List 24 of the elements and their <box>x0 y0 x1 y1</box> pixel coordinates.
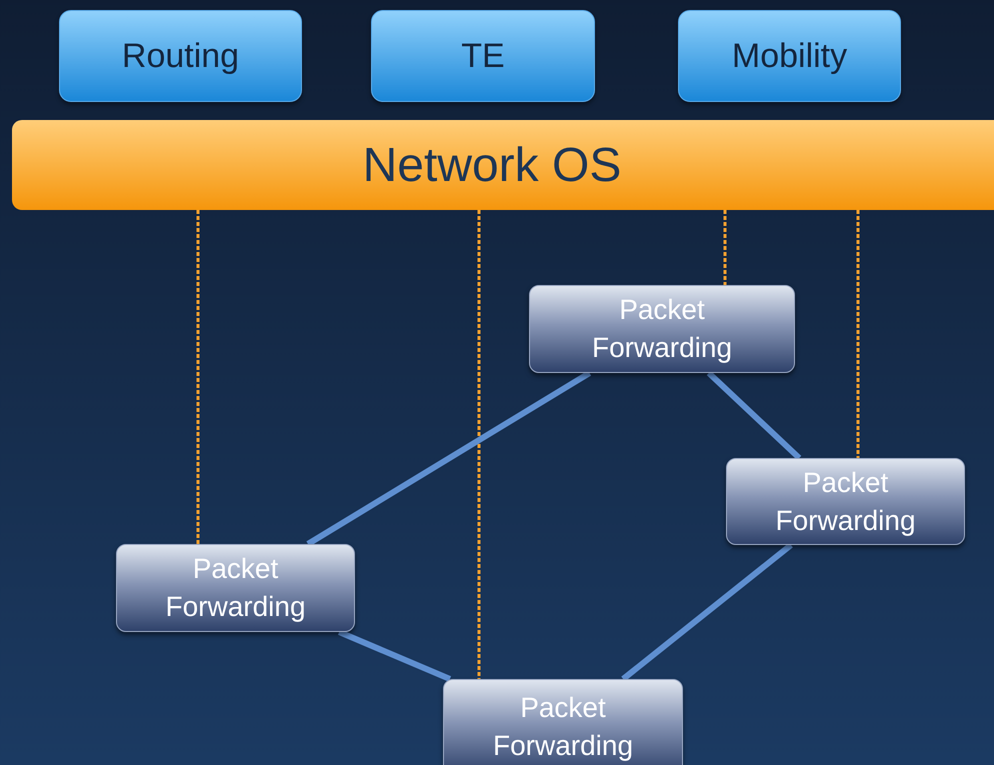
network-os-bar <box>12 120 994 210</box>
node-label: Packet Forwarding <box>492 691 634 763</box>
dashed-connector <box>478 210 480 679</box>
link-line <box>706 370 802 460</box>
link-line <box>621 542 793 682</box>
node-label: Packet Forwarding <box>164 552 307 624</box>
node-label: Packet Forwarding <box>590 293 734 365</box>
packet-forwarding-box <box>443 679 683 765</box>
application-box <box>678 10 901 102</box>
node-label: TE <box>461 36 505 76</box>
application-box <box>59 10 302 102</box>
link-line <box>306 370 592 547</box>
node-label: Network OS <box>362 138 622 192</box>
dashed-connector <box>724 210 726 285</box>
application-box <box>371 10 595 102</box>
packet-forwarding-box <box>116 544 355 632</box>
node-label: Mobility <box>732 36 848 76</box>
packet-forwarding-box <box>529 285 795 373</box>
dashed-connector <box>856 210 860 458</box>
node-label: Packet Forwarding <box>774 466 917 538</box>
dashed-connector <box>196 210 200 544</box>
node-label: Routing <box>122 36 240 76</box>
packet-forwarding-box <box>726 458 965 545</box>
link-line <box>338 629 452 682</box>
